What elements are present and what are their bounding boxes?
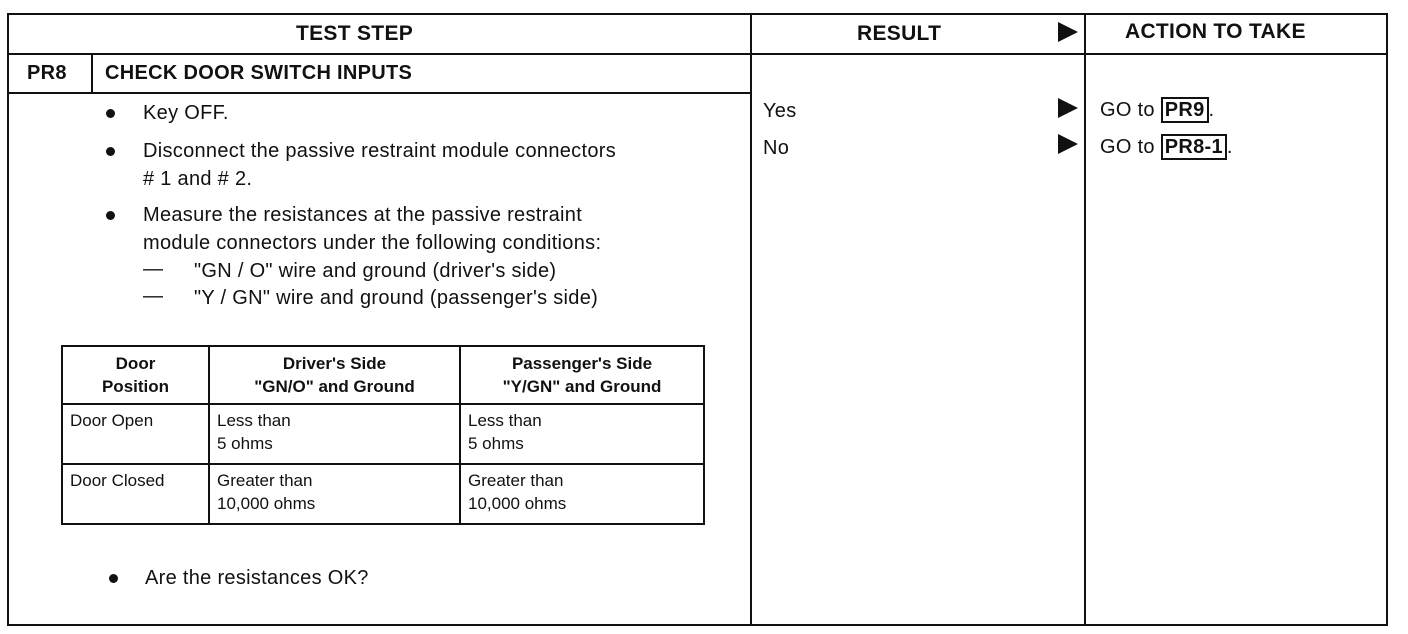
column-header-passenger-side: Passenger's Side "Y/GN" and Ground — [459, 345, 705, 405]
action-yes: GO to PR9. — [1100, 97, 1215, 123]
table-row: Door Open Less than 5 ohms Less than 5 o… — [61, 403, 705, 465]
result-no-arrow-icon — [1058, 134, 1078, 154]
link-pr9[interactable]: PR9 — [1160, 97, 1209, 123]
dash-icon: — — [143, 258, 163, 280]
resistance-spec-table: Door Position Driver's Side "GN/O" and G… — [61, 345, 705, 525]
door-position-cell: Door Open — [61, 403, 210, 465]
bullet-icon — [106, 147, 115, 156]
header-test-step: TEST STEP — [296, 22, 414, 45]
passenger-side-value-cell: Greater than 10,000 ohms — [459, 463, 705, 525]
result-yes-arrow-icon — [1058, 98, 1078, 118]
column-divider-test-result — [750, 13, 752, 626]
column-header-door-position: Door Position — [61, 345, 210, 405]
action-yes-prefix: GO to — [1100, 99, 1155, 121]
column-divider-result-action — [1084, 13, 1086, 626]
bullet-icon — [106, 211, 115, 220]
instruction-disconnect-line1: Disconnect the passive restraint module … — [143, 140, 617, 162]
question-resistances-ok: Are the resistances OK? — [145, 567, 369, 589]
step-title-bottom-rule — [7, 92, 752, 94]
action-no-prefix: GO to — [1100, 136, 1155, 158]
column-header-driver-side: Driver's Side "GN/O" and Ground — [208, 345, 461, 405]
table-header-row: Door Position Driver's Side "GN/O" and G… — [61, 345, 705, 405]
instruction-measure-line2: module connectors under the following co… — [143, 232, 602, 254]
condition-passenger-side: "Y / GN" wire and ground (passenger's si… — [194, 287, 599, 309]
passenger-side-value-cell: Less than 5 ohms — [459, 403, 705, 465]
header-bottom-rule — [7, 53, 1388, 55]
instruction-key-off: Key OFF. — [143, 102, 229, 124]
dash-icon: — — [143, 285, 163, 307]
result-yes: Yes — [763, 100, 797, 122]
instruction-measure-line1: Measure the resistances at the passive r… — [143, 204, 583, 226]
bullet-icon — [109, 574, 118, 583]
result-no: No — [763, 137, 790, 159]
step-code-divider — [91, 53, 93, 94]
header-result: RESULT — [857, 22, 942, 45]
bullet-icon — [106, 109, 115, 118]
action-no: GO to PR8-1. — [1100, 134, 1233, 160]
instruction-disconnect-line2: # 1 and # 2. — [143, 168, 253, 190]
driver-side-value-cell: Greater than 10,000 ohms — [208, 463, 461, 525]
step-title: CHECK DOOR SWITCH INPUTS — [105, 62, 413, 84]
condition-driver-side: "GN / O" wire and ground (driver's side) — [194, 260, 557, 282]
procedure-table-frame — [7, 13, 1388, 626]
driver-side-value-cell: Less than 5 ohms — [208, 403, 461, 465]
step-code: PR8 — [27, 62, 67, 84]
door-position-cell: Door Closed — [61, 463, 210, 525]
link-pr8-1[interactable]: PR8-1 — [1160, 134, 1227, 160]
table-row: Door Closed Greater than 10,000 ohms Gre… — [61, 463, 705, 525]
header-action-to-take: ACTION TO TAKE — [1125, 20, 1306, 43]
header-arrow-icon — [1058, 22, 1078, 42]
